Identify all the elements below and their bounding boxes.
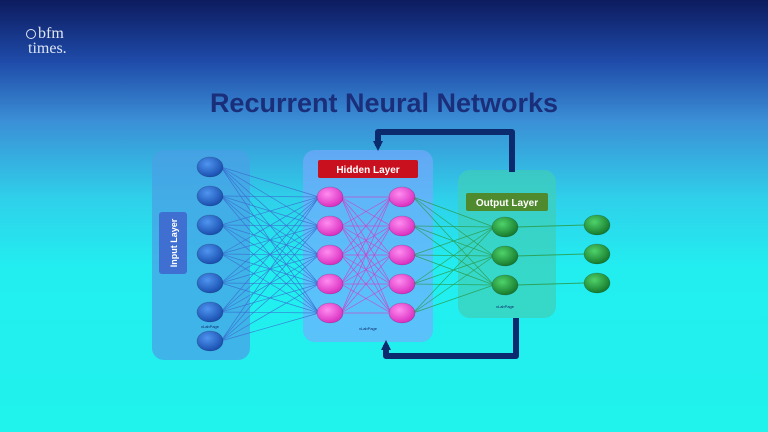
input-node (196, 156, 224, 178)
input-node (196, 272, 224, 294)
recurrent-arrow-bottom (381, 318, 519, 359)
hidden-layer-label-box (318, 160, 418, 178)
final-output-node (583, 272, 611, 294)
connection-lines (220, 166, 586, 342)
input-layer-label-box (159, 212, 187, 274)
connection-line (220, 312, 320, 342)
connection-line (340, 254, 392, 314)
logo-line-2: times. (28, 40, 67, 57)
logo-line-1: bfm (38, 25, 64, 42)
output-layer-label-box (466, 193, 548, 211)
output-connection-line (515, 253, 586, 257)
connection-line (340, 196, 392, 227)
connection-line (412, 284, 495, 314)
connection-line (340, 225, 392, 314)
connection-line (412, 255, 495, 314)
connection-line (412, 225, 495, 228)
input-node (196, 301, 224, 323)
input-watermark: xLabPage (201, 324, 220, 329)
connection-line (340, 283, 392, 314)
hidden-node-col1 (316, 186, 344, 208)
hidden-node-col1 (316, 215, 344, 237)
connection-line (220, 225, 320, 342)
input-layer-label: Input Layer (169, 218, 179, 267)
output-node (491, 245, 519, 267)
hidden-node-col2 (388, 273, 416, 295)
connection-line (412, 196, 495, 228)
output-connection-line (515, 224, 586, 228)
hidden-node-col1 (316, 244, 344, 266)
connection-line (412, 226, 495, 285)
input-node (196, 330, 224, 352)
input-node (196, 243, 224, 265)
connection-line (340, 196, 392, 285)
bfm-times-logo: bfm times. (26, 25, 67, 57)
connection-line (220, 254, 320, 342)
hidden-layer-label: Hidden Layer (336, 165, 399, 176)
connection-line (220, 196, 320, 226)
connection-line (220, 196, 320, 313)
final-output-node (583, 214, 611, 236)
connection-line (220, 196, 320, 342)
connection-line (412, 226, 495, 314)
connection-line (220, 196, 320, 284)
connection-line (220, 283, 320, 342)
neuron-nodes (196, 156, 611, 352)
hidden-node-col2 (388, 186, 416, 208)
output-watermark: xLabPage (496, 304, 515, 309)
recurrent-arrow-top (373, 129, 515, 172)
hidden-node-col2 (388, 244, 416, 266)
input-node (196, 185, 224, 207)
output-layer-panel (458, 170, 556, 318)
hidden-watermark: xLabPage (359, 326, 378, 331)
output-connection-line (515, 282, 586, 286)
logo-mark-icon (26, 28, 36, 39)
connection-line (220, 166, 320, 198)
page-title: Recurrent Neural Networks (209, 88, 559, 118)
hidden-node-col2 (388, 215, 416, 237)
connection-line (340, 196, 392, 314)
hidden-node-col1 (316, 273, 344, 295)
final-output-node (583, 243, 611, 265)
connection-line (220, 195, 320, 198)
output-node (491, 216, 519, 238)
output-layer-label: Output Layer (476, 198, 538, 209)
connection-line (340, 196, 392, 256)
output-node (491, 274, 519, 296)
hidden-node-col1 (316, 302, 344, 324)
hidden-node-col2 (388, 302, 416, 324)
connection-line (220, 196, 320, 255)
connection-line (412, 226, 495, 256)
input-node (196, 214, 224, 236)
